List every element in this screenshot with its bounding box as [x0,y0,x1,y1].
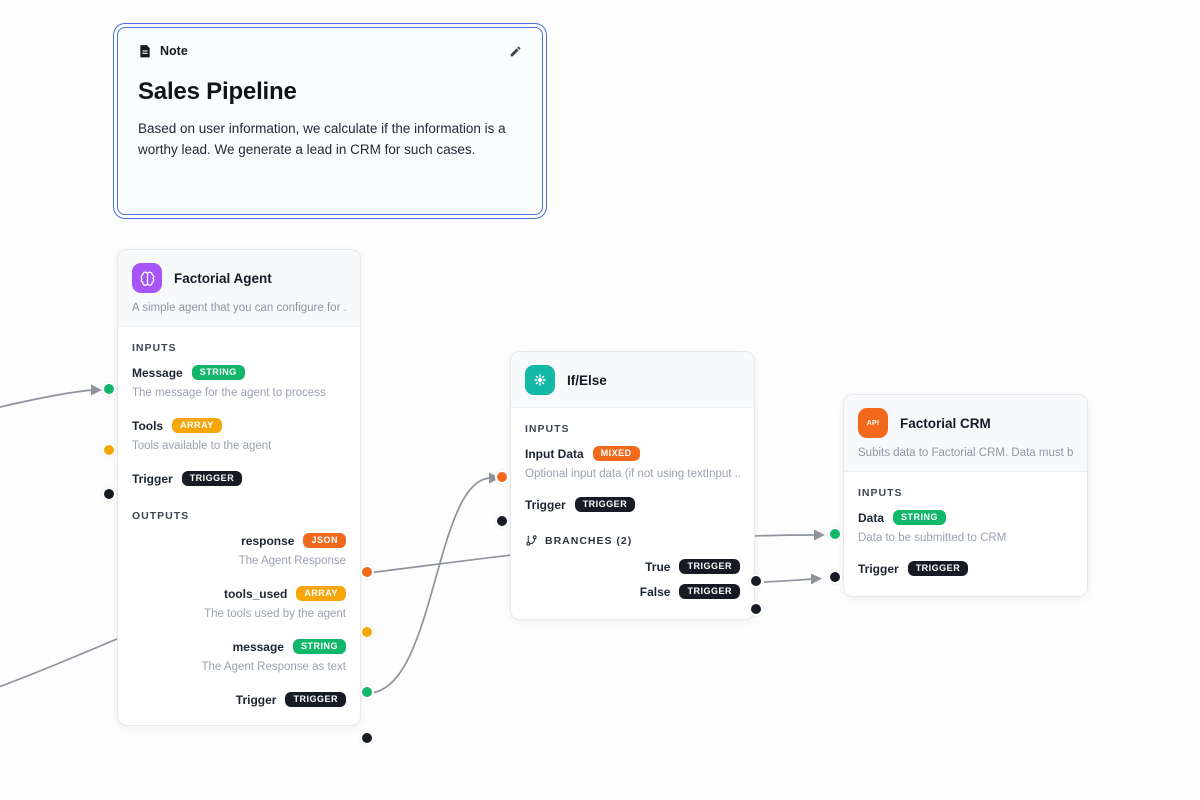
node-if-else[interactable]: If/Else INPUTS Input Data MIXED Optional… [495,351,763,620]
output-desc: The Agent Response [238,555,346,567]
port-agent-response-out[interactable] [360,565,374,579]
output-label: message [232,639,284,654]
gear-icon [525,365,555,395]
edge-agent-message-to-ifelse-inputdata[interactable] [367,472,500,694]
brain-icon [132,263,162,293]
branch-label: True [645,559,671,574]
output-row-tools-used: tools_used ARRAY The tools used by the a… [132,586,346,620]
branch-label: False [639,584,671,599]
note-icon [138,44,152,58]
input-desc: Tools available to the agent [132,440,272,452]
input-desc: Data to be submitted to CRM [858,532,1007,544]
node-factorial-crm[interactable]: API Factorial CRM Subits data to Factori… [828,394,1088,597]
port-agent-trigger-in[interactable] [102,487,116,501]
output-label: Trigger [235,692,277,707]
port-ifelse-true-out[interactable] [749,574,763,588]
input-label: Trigger [132,471,173,486]
port-agent-message-out[interactable] [360,685,374,699]
branches-section-label: BRANCHES (2) [545,534,633,547]
edge-offscreen-behind-agent[interactable] [0,635,125,688]
note-body: Based on user information, we calculate … [138,121,506,157]
branch-row-true: True TRIGGER [525,559,740,574]
type-badge: TRIGGER [907,561,969,576]
input-row-input-data: Input Data MIXED Optional input data (if… [525,446,740,480]
port-agent-tools-used-out[interactable] [360,625,374,639]
input-desc: Optional input data (if not using textIn… [525,468,740,480]
type-badge: ARRAY [296,586,346,601]
type-badge: TRIGGER [679,559,740,574]
type-badge: TRIGGER [574,497,636,512]
port-agent-message-in[interactable] [102,382,116,396]
input-row-trigger: Trigger TRIGGER [132,471,346,486]
edge-ifelse-true-to-crm-trigger[interactable] [763,573,822,585]
input-row-message: Message STRING The message for the agent… [132,365,346,399]
node-subtitle: Subits data to Factorial CRM. Data must … [858,447,1073,459]
port-ifelse-false-out[interactable] [749,602,763,616]
note-header-label: Note [160,44,188,58]
branch-row-false: False TRIGGER [525,584,740,599]
output-desc: The tools used by the agent [204,608,346,620]
output-row-message: message STRING The Agent Response as tex… [132,639,346,673]
port-agent-trigger-out[interactable] [360,731,374,745]
type-badge: MIXED [592,446,640,461]
type-badge: JSON [303,533,346,548]
api-icon-text: API [866,419,880,427]
type-badge: TRIGGER [285,692,346,707]
input-label: Tools [132,418,164,433]
type-badge: TRIGGER [679,584,740,599]
output-label: response [241,533,295,548]
type-badge: STRING [292,639,346,654]
port-agent-tools-in[interactable] [102,443,116,457]
port-ifelse-input-data[interactable] [495,470,509,484]
node-title: Factorial CRM [900,415,991,431]
port-crm-data-in[interactable] [828,527,842,541]
input-row-trigger: Trigger TRIGGER [858,561,1073,576]
input-desc: The message for the agent to process [132,387,326,399]
edge-offscreen-to-agent-message[interactable] [0,384,102,409]
output-desc: The Agent Response as text [201,661,346,673]
pencil-icon [510,46,521,56]
input-label: Trigger [858,561,899,576]
edit-note-button[interactable] [509,45,522,58]
outputs-section-label: OUTPUTS [132,510,190,522]
type-badge: STRING [191,365,245,380]
input-label: Input Data [525,446,584,461]
input-label: Data [858,510,885,525]
note-card[interactable]: Note Sales Pipeline Based on user inform… [113,23,547,219]
input-row-data: Data STRING Data to be submitted to CRM [858,510,1073,544]
node-header: API Factorial CRM Subits data to Factori… [844,395,1087,472]
type-badge: TRIGGER [181,471,243,486]
inputs-section-label: INPUTS [858,487,903,499]
node-header: If/Else [511,352,754,408]
output-label: tools_used [223,586,288,601]
api-icon: API [858,408,888,438]
port-crm-trigger-in[interactable] [828,570,842,584]
node-subtitle: A simple agent that you can configure fo… [132,302,346,314]
node-title: Factorial Agent [174,270,272,286]
input-row-tools: Tools ARRAY Tools available to the agent [132,418,346,452]
input-row-trigger: Trigger TRIGGER [525,497,740,512]
type-badge: STRING [893,510,947,525]
inputs-section-label: INPUTS [525,423,570,435]
node-header: Factorial Agent A simple agent that you … [118,250,360,327]
output-row-trigger: Trigger TRIGGER [132,692,346,707]
input-label: Trigger [525,497,566,512]
inputs-section-label: INPUTS [132,342,177,354]
input-label: Message [132,365,183,380]
port-ifelse-trigger-in[interactable] [495,514,509,528]
branch-icon [525,534,538,547]
node-title: If/Else [567,372,607,388]
node-factorial-agent[interactable]: Factorial Agent A simple agent that you … [102,249,374,745]
note-title: Sales Pipeline [138,78,297,105]
type-badge: ARRAY [172,418,222,433]
output-row-response: response JSON The Agent Response [132,533,346,567]
